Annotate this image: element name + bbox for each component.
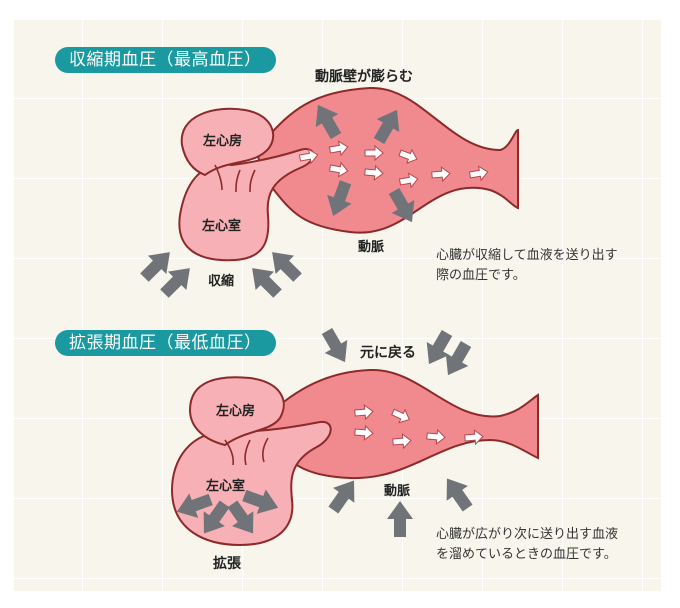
diastolic-atrium	[188, 376, 285, 466]
systolic-title-badge: 収縮期血圧（最高血圧）	[55, 47, 276, 73]
diastolic-atrium-label: 左心房	[216, 404, 256, 419]
systolic-atrium-label: 左心房	[203, 134, 243, 149]
systolic-artery-wall-label: 動脈壁が膨らむ	[315, 69, 413, 85]
diastolic-action-label: 拡張	[213, 556, 241, 572]
systolic-description-line-1: 心臓が収縮して血液を送り出す	[436, 248, 618, 263]
systolic-description: 心臓が収縮して血液を送り出す 際の血圧です。	[436, 246, 618, 286]
systolic-action-label: 収縮	[208, 274, 235, 289]
systolic-atrium	[180, 107, 275, 193]
diastolic-artery-wall-label: 元に戻る	[360, 345, 416, 361]
diastolic-title-badge: 拡張期血圧（最低血圧）	[55, 330, 276, 356]
systolic-description-line-2: 際の血圧です。	[436, 268, 526, 283]
systolic-ventricle-label: 左心室	[202, 219, 242, 234]
diastolic-ventricle-label: 左心室	[206, 479, 246, 494]
diastolic-description-line-1: 心臓が広がり次に送り出す血液	[436, 527, 619, 542]
systolic-artery-label: 動脈	[358, 240, 385, 255]
diastolic-description: 心臓が広がり次に送り出す血液 を溜めているときの血圧です。	[436, 525, 618, 565]
diastolic-artery-label: 動脈	[384, 484, 411, 499]
diastolic-artery	[260, 368, 539, 480]
diastolic-description-line-2: を溜めているときの血圧です。	[436, 547, 617, 562]
systolic-artery	[253, 86, 519, 234]
systolic-ventricle	[178, 148, 315, 262]
